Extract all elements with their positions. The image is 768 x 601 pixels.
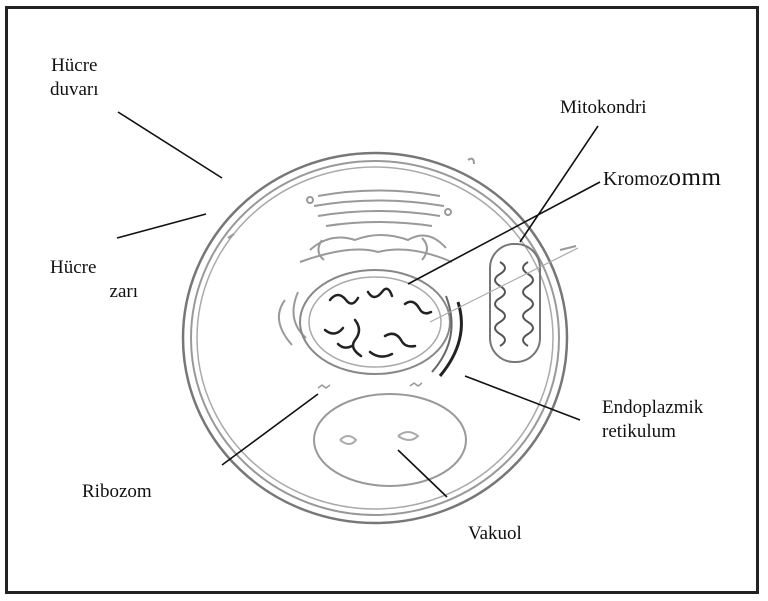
- vacuole: [314, 394, 466, 486]
- pointer-endoplazmik: [465, 376, 580, 420]
- pointer-hucre-duvari: [118, 112, 222, 178]
- cell-membrane: [197, 167, 553, 509]
- nucleus-envelope: [300, 270, 450, 374]
- cell-wall-outer: [183, 153, 567, 523]
- pointer-lines: [117, 112, 600, 497]
- chromosomes: [325, 289, 431, 357]
- pointer-vakuol: [398, 450, 447, 497]
- pointer-hucre-zari: [117, 214, 206, 238]
- ribosomes: [318, 383, 422, 388]
- golgi-apparatus: [307, 191, 451, 227]
- label-hucre-duvari: Hücre duvarı: [50, 54, 99, 102]
- er-network: [279, 235, 452, 345]
- pointer-mitokondri: [520, 126, 598, 242]
- nucleus-inner: [309, 277, 441, 367]
- label-mitokondri: Mitokondri: [560, 96, 647, 120]
- label-ribozom: Ribozom: [82, 480, 152, 504]
- label-kromozom: Kromozomm: [603, 166, 721, 191]
- label-endoplazmik-retikulum: Endoplazmik retikulum: [602, 396, 703, 444]
- label-hucre-zari: Hücre zarı: [50, 256, 138, 304]
- pointer-er-leader: [430, 248, 578, 322]
- pointer-ribozom: [222, 394, 318, 465]
- label-vakuol: Vakuol: [468, 522, 522, 546]
